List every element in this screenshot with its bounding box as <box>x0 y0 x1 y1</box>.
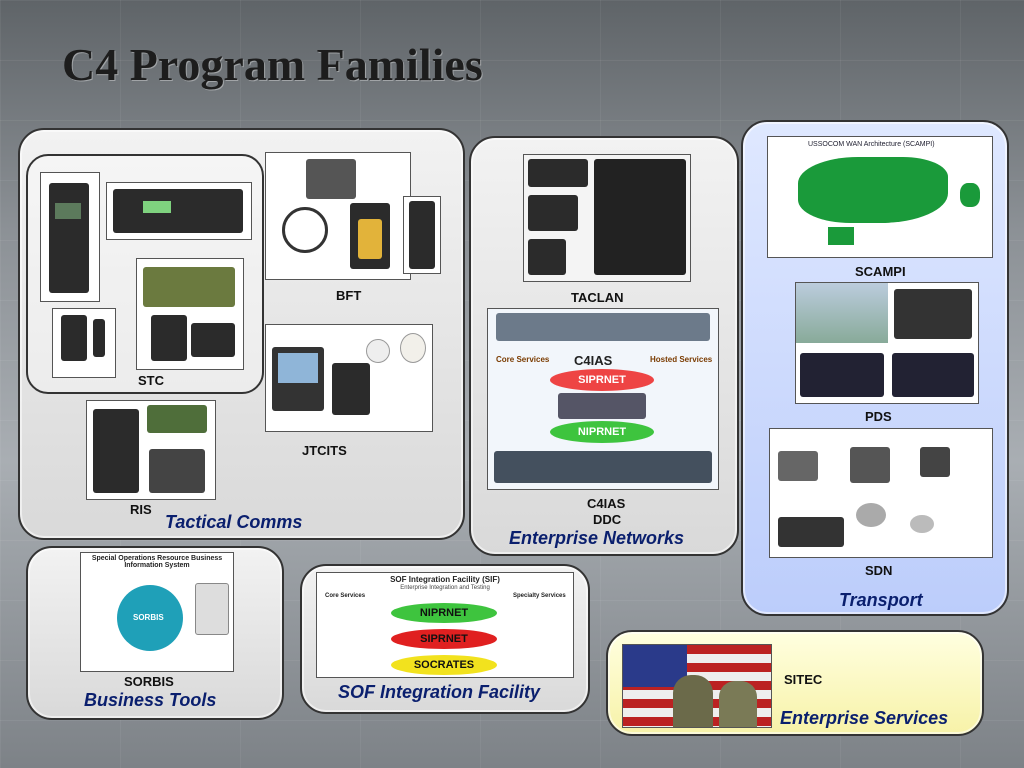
sif-oval-siprnet: SIPRNET <box>391 629 497 649</box>
pds-image <box>795 282 979 404</box>
c4ias-diagram: C4IAS Core Services Hosted Services SIPR… <box>487 308 719 490</box>
sitec-image <box>622 644 772 728</box>
enterprise-networks-panel: TACLAN C4IAS Core Services Hosted Servic… <box>469 136 739 556</box>
taclan-label: TACLAN <box>571 290 624 305</box>
sif-col-right: Specialty Services <box>513 593 566 599</box>
c4ias-niprnet: NIPRNET <box>550 421 654 443</box>
scampi-map-title: USSOCOM WAN Architecture (SCAMPI) <box>808 141 935 148</box>
enterprise-networks-category: Enterprise Networks <box>509 528 685 548</box>
stc-image-manpack <box>136 258 244 370</box>
sorbis-poster-center: SORBIS <box>133 613 164 622</box>
sdn-label: SDN <box>865 563 893 578</box>
enterprise-services-category: Enterprise Services <box>780 708 949 728</box>
bft-image-handheld <box>403 196 441 274</box>
sdn-image <box>769 428 993 558</box>
stc-image-handheld <box>40 172 100 302</box>
tactical-comms-category: Tactical Comms <box>165 512 303 532</box>
sif-oval-niprnet: NIPRNET <box>391 603 497 623</box>
enterprise-services-panel: SITEC Enterprise Services <box>606 630 984 736</box>
stc-label: STC <box>138 373 164 388</box>
ddc-label: DDC <box>593 512 622 527</box>
scampi-map: USSOCOM WAN Architecture (SCAMPI) <box>767 136 993 258</box>
transport-panel: USSOCOM WAN Architecture (SCAMPI) SCAMPI… <box>741 120 1009 616</box>
tactical-comms-panel: STC BFT JTCITS RIS Tactical Comms <box>18 128 465 540</box>
sif-diagram-title: SOF Integration Facility (SIF) <box>390 575 500 584</box>
stc-image-radio <box>106 182 252 240</box>
sitec-label: SITEC <box>784 672 823 687</box>
pds-label: PDS <box>865 409 892 424</box>
stc-image-small <box>52 308 116 378</box>
scampi-label: SCAMPI <box>855 264 906 279</box>
sif-diagram: SOF Integration Facility (SIF) Enterpris… <box>316 572 574 678</box>
bft-image <box>265 152 411 280</box>
bft-label: BFT <box>336 288 362 303</box>
sorbis-poster: Special Operations Resource Business Inf… <box>80 552 234 672</box>
jtcits-image <box>265 324 433 432</box>
transport-category: Transport <box>839 590 923 610</box>
sof-integration-panel: SOF Integration Facility (SIF) Enterpris… <box>300 564 590 714</box>
c4ias-label: C4IAS <box>587 496 626 511</box>
c4ias-siprnet: SIPRNET <box>550 369 654 391</box>
ris-image <box>86 400 216 500</box>
business-tools-panel: Special Operations Resource Business Inf… <box>26 546 284 720</box>
sif-oval-socrates: SOCRATES <box>391 655 497 675</box>
c4ias-diagram-header: C4IAS <box>574 353 613 368</box>
sif-col-left: Core Services <box>325 593 366 599</box>
c4ias-hosted-services: Hosted Services <box>650 355 713 364</box>
sif-diagram-subtitle: Enterprise Integration and Testing <box>400 585 490 591</box>
taclan-image <box>523 154 691 282</box>
ris-label: RIS <box>130 502 152 517</box>
sorbis-label: SORBIS <box>124 674 174 689</box>
slide-title: C4 Program Families <box>62 39 483 90</box>
sorbis-poster-title: Special Operations Resource Business Inf… <box>91 555 223 569</box>
c4ias-core-services: Core Services <box>496 355 550 364</box>
jtcits-label: JTCITS <box>302 443 347 458</box>
business-tools-category: Business Tools <box>84 690 217 710</box>
sof-integration-category: SOF Integration Facility <box>338 682 541 702</box>
